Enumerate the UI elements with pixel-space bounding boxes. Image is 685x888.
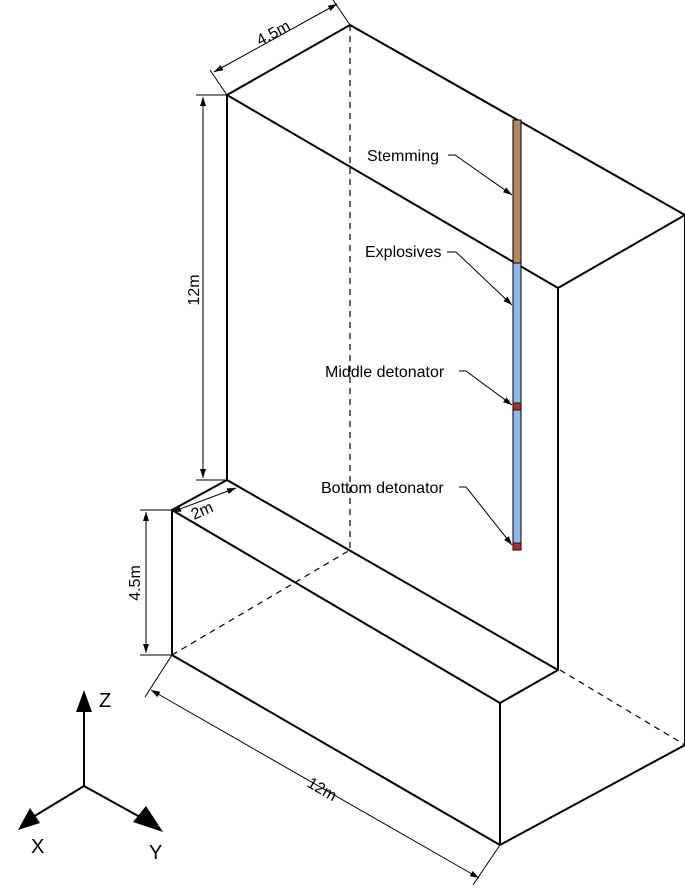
stemming-column	[512, 119, 522, 264]
dimensions: 4.5m 12m 2m 4.5m 12m	[127, 0, 501, 886]
y-axis-arrowhead	[133, 806, 163, 832]
coordinate-axes: Z X Y	[18, 690, 163, 864]
y-axis-label: Y	[149, 842, 162, 864]
dim-length-line	[150, 689, 480, 879]
bottom-right-edge	[499, 744, 685, 846]
dim-top-ext-right	[332, 0, 351, 26]
lower-bottom-edge	[171, 654, 501, 846]
z-axis-arrowhead	[76, 690, 92, 712]
dim-length-ext-left	[144, 654, 173, 698]
dim-height-lower-label: 4.5m	[127, 565, 144, 601]
bottom-detonator-leader	[459, 486, 513, 546]
y-axis	[83, 785, 141, 818]
dim-top-line	[213, 3, 338, 73]
dim-step-line	[171, 487, 237, 513]
hidden-edges	[171, 25, 685, 746]
z-axis-label: Z	[99, 690, 111, 712]
stemming-label: Stemming	[367, 148, 439, 165]
borehole-column	[512, 119, 522, 551]
hidden-edge-bottom-right	[559, 669, 685, 746]
bottom-detonator	[512, 542, 522, 551]
dim-height-upper-label: 12m	[186, 274, 203, 305]
dim-length-ext-right	[472, 844, 501, 886]
dim-top-width-label: 4.5m	[254, 18, 293, 50]
step-top-face	[171, 479, 559, 704]
explosives-leader	[447, 251, 513, 306]
explosives-label: Explosives	[365, 244, 441, 261]
x-axis-arrowhead	[18, 808, 40, 830]
hidden-edge-bottom-left	[171, 549, 351, 656]
middle-detonator	[512, 402, 522, 411]
middle-detonator-leader	[459, 370, 513, 406]
middle-detonator-label: Middle detonator	[325, 364, 445, 381]
top-face	[226, 24, 685, 289]
dim-top-ext-left	[209, 69, 228, 96]
bottom-detonator-label: Bottom detonator	[321, 480, 444, 497]
x-axis-label: X	[31, 836, 44, 858]
callouts: Stemming Explosives Middle detonator Bot…	[321, 148, 513, 546]
dim-step-width-label: 2m	[189, 499, 216, 524]
stemming-leader	[448, 154, 513, 196]
x-axis	[32, 785, 85, 818]
dim-length-label: 12m	[304, 775, 339, 805]
